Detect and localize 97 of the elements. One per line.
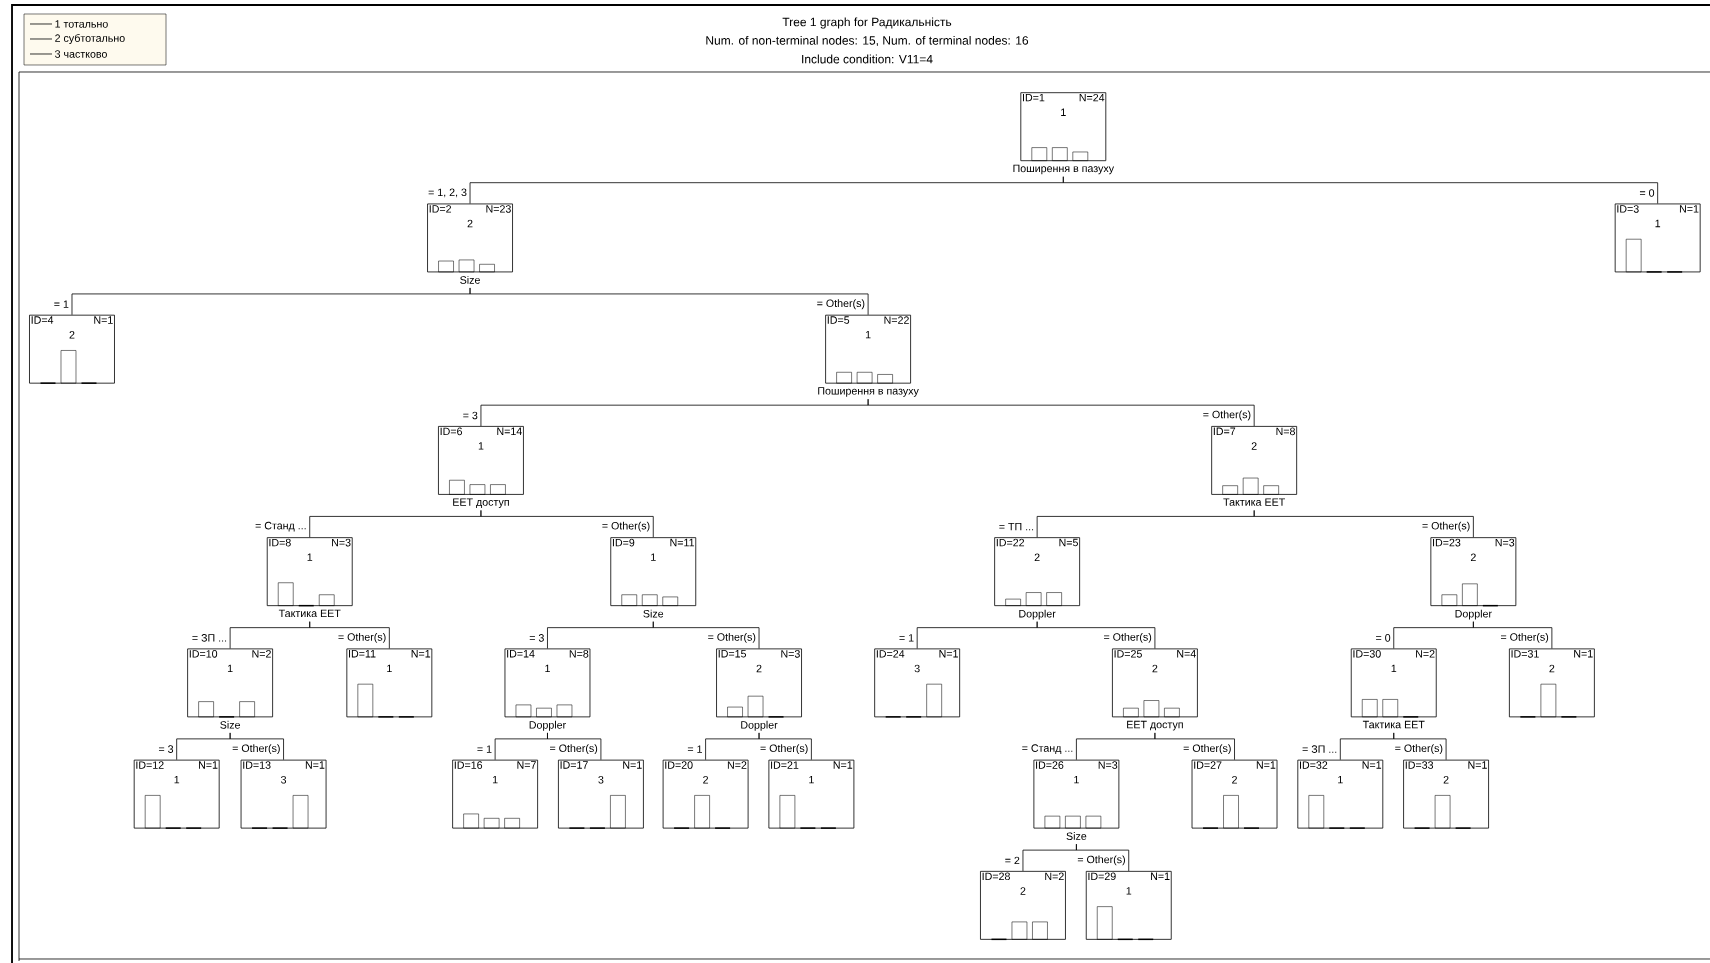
tree-connector [758,732,812,761]
edge-label: = 1 [686,744,704,755]
edge-label: = Other(s) [815,297,867,311]
tree-connector [652,621,760,649]
tree-node-box: ID=22 N=5 2 Doppler [994,537,1081,620]
legend-label: 1 тотально [55,20,108,28]
tree-node-box: ID=15 N=3 2 Doppler [716,648,802,731]
tree-node-box: ID=2 N=23 2 Size [427,203,513,284]
node-label: Тактика ЕЕТ [1223,498,1285,506]
node-label: ЕЕТ доступ [1127,720,1183,731]
edge-label: = 3 [527,632,546,643]
edge-label: = Станд ... [253,520,308,533]
edge-label: = Other(s) [230,742,282,756]
edge-label: = Other(s) [548,742,600,756]
tree-node-box: ID=20 N=2 2 [662,759,749,829]
tree-node-box: ID=10 N=2 1 Size [187,648,273,729]
tree-node-box: ID=25 N=4 2 ЕЕТ доступ [1112,648,1198,731]
subtitle: Num. of non-terminal nodes: 15, Num. of terminal nodes: 16 [706,35,1029,47]
node-label: Size [220,720,241,729]
node-label: Doppler [741,720,778,731]
tree-node-box: ID=6 N=14 1 ЕЕТ доступ [438,426,524,508]
edge-label: = Other(s) [1076,854,1127,867]
node-label: Поширення в пазуху [1013,164,1115,175]
edge-label: = 1 [897,632,916,643]
tree-node-box: ID=23 N=3 2 Doppler [1430,537,1517,620]
tree-node-box: ID=14 N=8 1 Doppler [504,648,591,731]
tree-node-box: ID=16 N=7 1 [452,759,538,829]
edge-label: = ЗП ... [1300,744,1339,755]
tree-node-box: ID=24 N=1 3 [874,648,961,718]
edge-label: = 1 [52,299,71,310]
tree-node-box: ID=30 N=2 1 Тактика ЕЕТ [1350,648,1437,729]
node-label: Doppler [1019,609,1056,620]
node-label: Поширення в пазуху [818,387,919,397]
tree-node-box: ID=11 N=1 1 [346,648,433,718]
tree-node-box: ID=12 N=1 1 [133,759,220,829]
edge-label: = Other(s) [1181,742,1233,756]
tree-node-box: ID=33 N=1 2 [1403,759,1489,829]
node-label: Size [460,275,480,284]
edge-label: = Станд ... [1020,743,1075,756]
edge-label: = Other(s) [706,631,758,645]
node-label: Size [643,609,664,618]
tree-node-box: ID=27 N=1 2 [1191,759,1278,829]
tree-node-box: ID=32 N=1 1 [1297,759,1384,829]
tree-connector [480,510,654,538]
tree-connector [1062,176,1659,204]
edge-label: = Other(s) [758,742,810,756]
edge-label: = 0 [1374,632,1392,643]
tree-node-box: ID=5 N=22 1 Поширення в пазуху [818,314,919,397]
edge-label: = 3 [157,744,175,755]
edge-label: = Other(s) [600,520,652,533]
edge-label: = ТП ... [997,521,1036,532]
tree-connector [1253,510,1474,538]
tree-node-box: ID=31 N=1 2 [1509,648,1595,718]
tree-node-box: ID=7 N=8 2 Тактика ЕЕТ [1211,426,1298,506]
tree-connector [229,732,284,761]
legend-label: 3 частково [55,50,107,58]
tree-node-box: ID=4 N=1 2 [29,314,115,384]
tree-connector [309,621,390,649]
node-label: Doppler [1455,609,1492,620]
node-label: Size [1066,832,1087,840]
tree-node-box: ID=9 N=11 1 Size [610,537,697,618]
edge-label: = 3 [461,410,480,421]
edge-label: = Other(s) [1420,520,1472,533]
edge-label: = 1, 2, 3 [426,187,469,199]
edge-label: = Other(s) [1393,742,1445,756]
edge-label: = Other(s) [336,631,388,645]
node-label: ЕЕТ доступ [453,498,509,508]
edge-label: = Other(s) [1499,631,1551,645]
edge-label: = 1 [475,744,494,755]
tree-node-box: ID=8 N=3 1 Тактика ЕЕТ [266,537,353,618]
tree-connector [547,732,602,761]
tree-node-box: ID=21 N=1 1 [768,759,855,829]
legend-label: 2 субтотально [55,34,125,44]
tree-node-box: ID=28 N=2 2 [980,870,1066,940]
edge-label: = ЗП ... [190,632,229,643]
tree-connector [469,287,869,316]
tree-connector [1154,732,1235,761]
title: Tree 1 graph for Радикальність [782,17,952,29]
tree-node-box: ID=17 N=1 3 [558,759,644,829]
tree-connector [1036,621,1156,649]
tree-node-box: ID=13 N=1 3 [240,759,327,829]
tree-connector [867,398,1255,427]
edge-label: = 2 [1003,855,1022,866]
node-label: Тактика ЕЕТ [278,609,341,618]
tree-node-box: ID=1 N=24 1 Поширення в пазуху [1013,92,1115,175]
tree-node-box: ID=26 N=3 1 Size [1033,759,1120,840]
tree-connector [1393,732,1447,761]
subtitle: Include condition: V11=4 [802,54,933,64]
node-label: Doppler [529,720,566,731]
edge-label: = Other(s) [1201,409,1253,422]
tree-node-box: ID=29 N=1 1 [1085,870,1172,940]
tree-connector [1472,621,1553,649]
edge-label: = Other(s) [1102,631,1154,645]
node-label: Тактика ЕЕТ [1362,720,1425,729]
tree-connector [1076,843,1130,872]
edge-label: = 0 [1638,187,1656,199]
tree-node-box: ID=3 N=1 1 [1614,203,1701,273]
